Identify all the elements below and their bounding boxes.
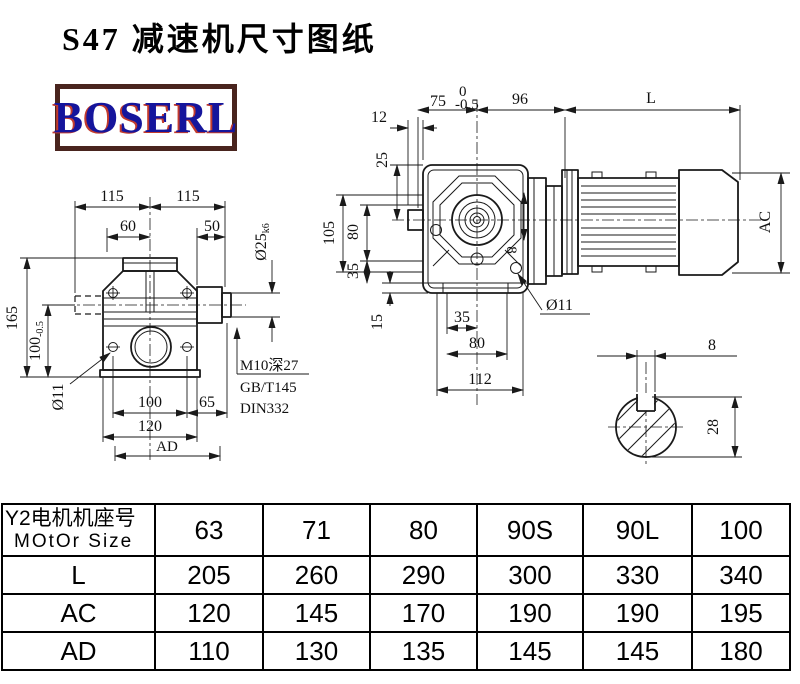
- dim-105: 105: [321, 221, 338, 245]
- table-cell: 330: [582, 555, 693, 595]
- table-cell: 145: [262, 593, 371, 633]
- dim-key8-side: 8: [503, 246, 519, 254]
- note-gbt: GB/T145: [240, 380, 297, 396]
- dim-50: 50: [204, 218, 220, 235]
- side-view: 8: [321, 84, 790, 405]
- dim-15: 15: [369, 314, 386, 330]
- logo-text: BOSERL: [53, 92, 239, 142]
- table-cell: 290: [369, 555, 478, 595]
- table-cell: 110: [154, 631, 264, 671]
- table-header-row: Y2电机机座号 MOtOr Size 63 71 80 90S 90L 100: [1, 503, 791, 557]
- dim-AC: AC: [757, 211, 774, 233]
- tapped-hole-note: M10深27 GB/T145 DIN332: [233, 327, 309, 417]
- table-cell: 190: [476, 593, 584, 633]
- table-row-AC: AC 120 145 170 190 190 195: [1, 593, 791, 633]
- col-63: 63: [154, 503, 264, 557]
- dim-25: 25: [374, 152, 391, 168]
- col-100: 100: [691, 503, 791, 557]
- row-label-AC: AC: [1, 593, 156, 633]
- col-71: 71: [262, 503, 371, 557]
- note-din: DIN332: [240, 401, 289, 417]
- page-title: S47 减速机尺寸图纸: [62, 21, 377, 57]
- dim-35b: 35: [454, 309, 470, 326]
- header-en: MOtOr Size: [14, 530, 134, 552]
- dim-80v: 80: [345, 224, 362, 240]
- table-cell: 145: [582, 631, 693, 671]
- table-cell: 260: [262, 555, 371, 595]
- header-cn: Y2电机机座号: [5, 507, 136, 531]
- table-row-AD: AD 110 130 135 145 145 180: [1, 631, 791, 671]
- dim-80b: 80: [469, 335, 485, 352]
- dim-75: 75: [430, 93, 446, 110]
- motor-fins: [581, 171, 676, 273]
- dim-dia11-side: Ø11: [546, 297, 573, 314]
- dim-60: 60: [120, 218, 136, 235]
- col-90L: 90L: [582, 503, 693, 557]
- dim-100-bottom: 100: [138, 394, 162, 411]
- boserl-logo: BOSERL: [53, 84, 239, 151]
- shaft-section-detail: 8 28: [597, 337, 742, 465]
- dim-12: 12: [371, 109, 387, 126]
- dim-key8-detail: 8: [708, 337, 716, 354]
- col-90S: 90S: [476, 503, 584, 557]
- dim-165: 165: [4, 306, 21, 330]
- table-cell: 190: [582, 593, 693, 633]
- dim-28: 28: [705, 419, 722, 435]
- dim-100-tol: 100-0.5: [27, 321, 46, 361]
- dim-112: 112: [468, 371, 491, 388]
- motor-size-table: Y2电机机座号 MOtOr Size 63 71 80 90S 90L 100 …: [1, 503, 791, 671]
- table-cell: 180: [691, 631, 791, 671]
- dim-dia25k6: Ø25k6: [253, 223, 272, 261]
- bolt-holes: [106, 286, 194, 352]
- front-view: 165 100-0.5 Ø11 115 115 60 50 Ø25k6: [4, 188, 309, 461]
- dim-35v: 35: [345, 263, 362, 279]
- table-row-L: L 205 260 290 300 330 340: [1, 555, 791, 595]
- dim-L: L: [646, 90, 656, 107]
- table-cell: 170: [369, 593, 478, 633]
- dim-AD: AD: [156, 439, 178, 455]
- table-cell: 205: [154, 555, 264, 595]
- header-motor-size: Y2电机机座号 MOtOr Size: [1, 503, 156, 557]
- table-cell: 340: [691, 555, 791, 595]
- dim-96: 96: [512, 91, 528, 108]
- dimension-drawing: 165 100-0.5 Ø11 115 115 60 50 Ø25k6: [4, 84, 790, 465]
- col-80: 80: [369, 503, 478, 557]
- note-m10: M10深27: [240, 357, 299, 374]
- table-cell: 195: [691, 593, 791, 633]
- dim-75-tol-low: -0.5: [455, 97, 479, 113]
- hidden-input-shaft: [74, 295, 103, 315]
- table-cell: 130: [262, 631, 371, 671]
- row-label-AD: AD: [1, 631, 156, 671]
- row-label-L: L: [1, 555, 156, 595]
- dim-65: 65: [199, 394, 215, 411]
- dim-120: 120: [138, 418, 162, 435]
- table-cell: 135: [369, 631, 478, 671]
- dim-115-left: 115: [100, 188, 123, 205]
- table-cell: 145: [476, 631, 584, 671]
- dim-75-tol-up: 0: [459, 84, 467, 100]
- dim-dia11-front: Ø11: [50, 384, 67, 411]
- table-cell: 120: [154, 593, 264, 633]
- table-cell: 300: [476, 555, 584, 595]
- dim-115-right: 115: [176, 188, 199, 205]
